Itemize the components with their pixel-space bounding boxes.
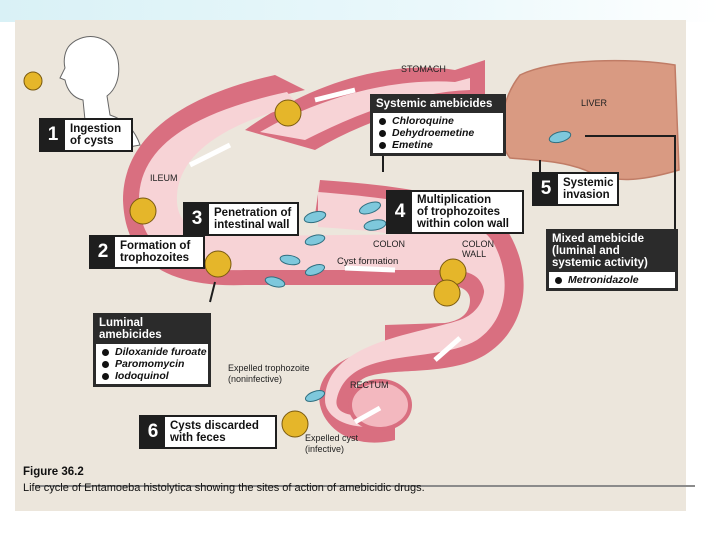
label-colon: COLON: [373, 239, 406, 249]
step-2-box: 2 Formation of trophozoites: [89, 235, 205, 269]
caption-divider: [35, 485, 695, 487]
step-number: 6: [141, 417, 165, 447]
step-text: Penetration of intestinal wall: [214, 207, 292, 231]
drug-item: Iodoquinol: [102, 370, 202, 382]
step-3-box: 3 Penetration of intestinal wall: [183, 202, 299, 236]
drug-list: Chloroquine Dehydroemetine Emetine: [373, 113, 503, 153]
cyst-ileum: [129, 197, 157, 225]
drug-item: Metronidazole: [555, 274, 669, 286]
drug-item: Chloroquine: [379, 115, 497, 127]
cyst-stomach: [274, 99, 302, 127]
step-number: 4: [388, 192, 412, 232]
cyst-colon-lower: [433, 279, 461, 307]
cyst-expelled: [281, 410, 309, 438]
step-number: 3: [185, 204, 209, 234]
label-rectum: RECTUM: [350, 380, 389, 390]
label-stomach: STOMACH: [401, 64, 446, 74]
drug-group-title: Luminal amebicides: [99, 317, 162, 341]
systemic-amebicides-box: Systemic amebicides Chloroquine Dehydroe…: [370, 94, 506, 156]
mixed-amebicide-box: Mixed amebicide (luminal and systemic ac…: [546, 229, 678, 291]
step-1-box: 1 Ingestion of cysts: [39, 118, 133, 152]
liver-shape: [500, 59, 680, 181]
step-text: Ingestion of cysts: [70, 123, 122, 147]
drug-item: Diloxanide furoate: [102, 346, 207, 358]
drug-list: Diloxanide furoate Paromomycin Iodoquino…: [96, 344, 208, 384]
step-number: 2: [91, 237, 115, 267]
step-text: Cysts discarded with feces: [170, 420, 259, 444]
step-text: Multiplication of trophozoites within co…: [417, 194, 509, 230]
label-expelled-trophozoite: Expelled trophozoite (noninfective): [228, 363, 310, 384]
label-liver: LIVER: [581, 98, 608, 108]
flow-arrows: [188, 87, 462, 425]
slide-top-accent: [0, 0, 720, 22]
trophozoites: [264, 130, 572, 402]
cyst-forming-trophozoites: [204, 250, 232, 278]
figure-panel: STOMACH LIVER ILEUM COLON COLON WALL Cys…: [15, 20, 695, 511]
step-4-box: 4 Multiplication of trophozoites within …: [386, 190, 524, 234]
figure-caption-text: Life cycle of Entamoeba histolytica show…: [23, 482, 425, 494]
label-colon-wall: COLON WALL: [462, 239, 495, 259]
label-expelled-cyst: Expelled cyst (infective): [305, 433, 359, 454]
drug-group-title: Systemic amebicides: [376, 98, 493, 110]
drug-item: Paromomycin: [102, 358, 202, 370]
step-text: Systemic invasion: [563, 177, 614, 201]
drug-item: Dehydroemetine: [379, 127, 497, 139]
step-text: Formation of trophozoites: [120, 240, 191, 264]
figure-caption-title: Figure 36.2: [23, 466, 84, 478]
step-number: 5: [534, 174, 558, 204]
label-ileum: ILEUM: [150, 173, 178, 183]
cyst-ingested: [23, 71, 43, 91]
drug-list: Metronidazole: [549, 272, 675, 288]
luminal-amebicides-box: Luminal amebicides Diloxanide furoate Pa…: [93, 313, 211, 387]
step-5-box: 5 Systemic invasion: [532, 172, 619, 206]
drug-group-title: Mixed amebicide (luminal and systemic ac…: [552, 233, 648, 269]
step-number: 1: [41, 120, 65, 150]
label-cyst-formation: Cyst formation: [337, 256, 399, 267]
drug-item: Emetine: [379, 139, 497, 151]
step-6-box: 6 Cysts discarded with feces: [139, 415, 277, 449]
